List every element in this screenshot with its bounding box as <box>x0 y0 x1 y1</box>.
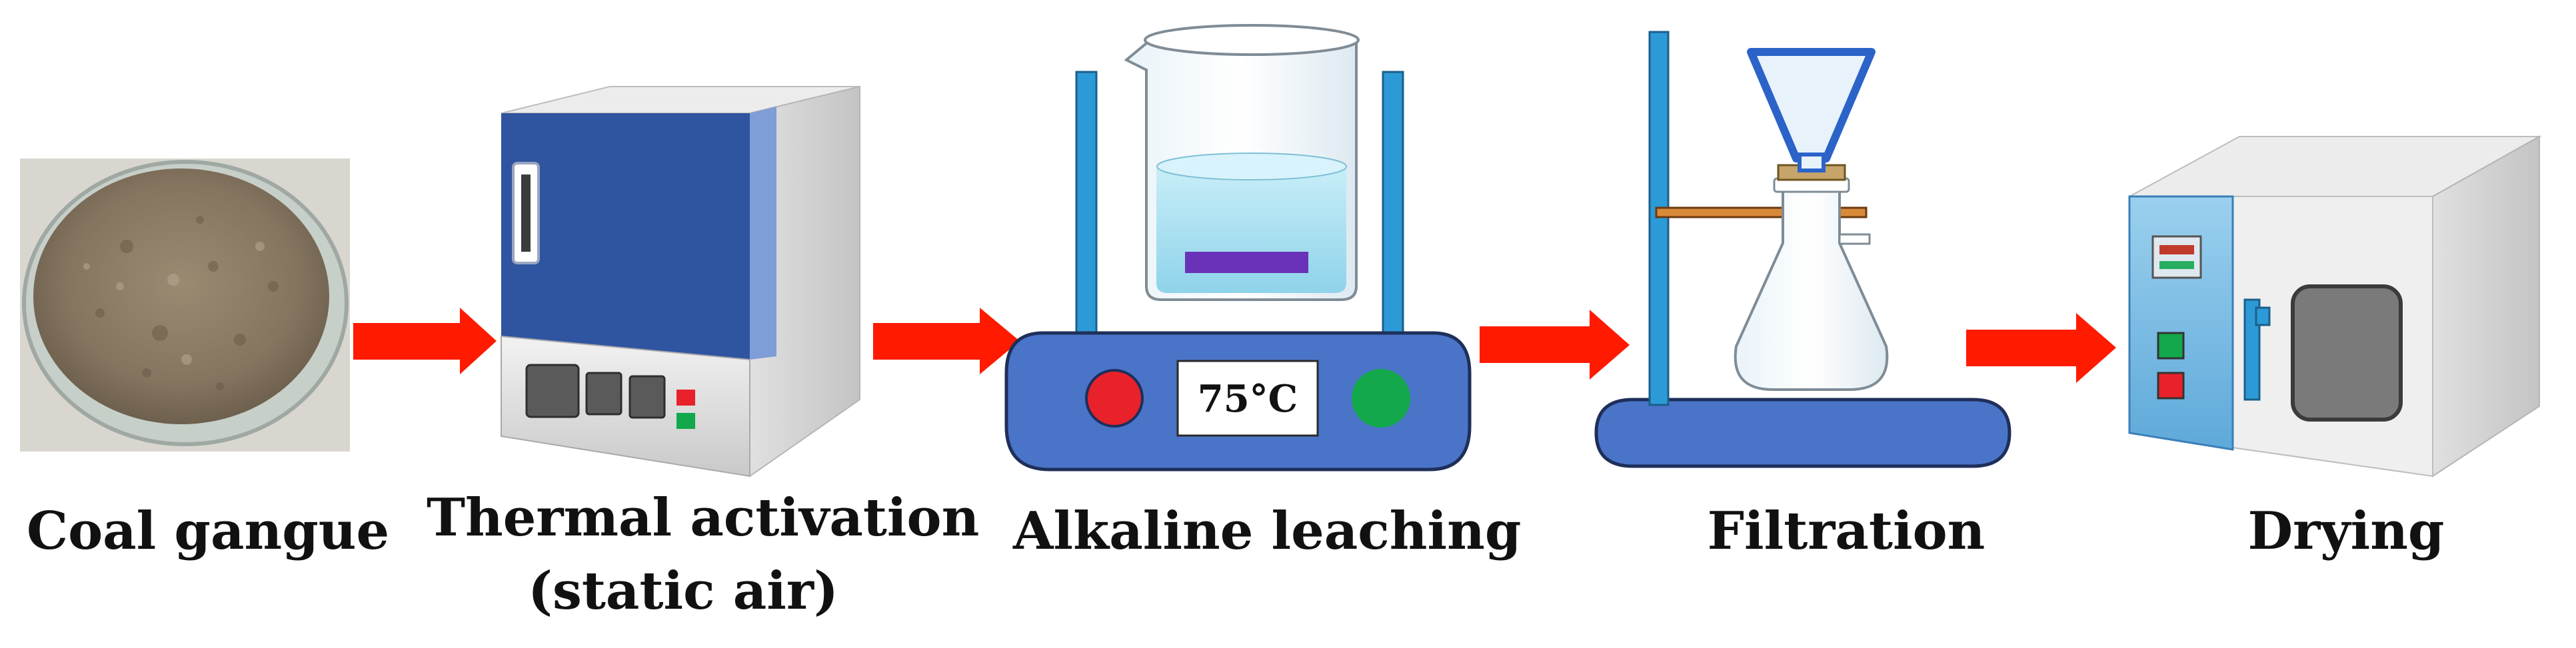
stir-bar <box>1185 252 1308 273</box>
label-thermal-activation: Thermal activation <box>427 487 980 548</box>
label-thermal-activation-sub: (static air) <box>528 561 838 621</box>
filter-stand-base <box>1594 398 2011 468</box>
stirrer-red-knob <box>1085 369 1144 428</box>
stirrer-green-knob <box>1352 369 1410 428</box>
label-coal-gangue: Coal gangue <box>27 501 390 561</box>
powder-texture <box>95 216 279 390</box>
oven-control-panel <box>2128 195 2234 451</box>
magnetic-stirrer-setup: 75°C <box>1004 24 1472 472</box>
flow-arrow-3 <box>1480 310 1630 380</box>
leaching-solution <box>1156 166 1346 293</box>
drying-oven <box>2128 135 2542 478</box>
coal-gangue-sample <box>20 159 350 452</box>
powder-sample <box>33 168 329 424</box>
indicator-green <box>676 413 695 429</box>
oven-window <box>2291 284 2403 422</box>
flow-arrow-1 <box>353 308 497 374</box>
stand-rod-right <box>1382 71 1404 336</box>
flask-side-arm <box>1838 233 1871 245</box>
filtration-setup <box>1594 31 2011 468</box>
temperature-readout: 75°C <box>1198 377 1298 421</box>
oven-green-button <box>2157 332 2185 360</box>
label-filtration: Filtration <box>1707 501 1985 561</box>
furnace-door <box>501 113 750 360</box>
label-drying: Drying <box>2247 501 2445 561</box>
filter-flask <box>1734 177 1889 391</box>
panel-display <box>525 364 580 418</box>
muffle-furnace <box>501 85 860 478</box>
oven-display <box>2151 235 2202 279</box>
filter-stand-rod <box>1648 31 1670 406</box>
stand-rod-left <box>1075 71 1098 336</box>
oven-red-button <box>2157 372 2185 400</box>
flow-arrow-2 <box>873 308 1020 374</box>
label-alkaline-leaching: Alkaline leaching <box>1013 501 1522 561</box>
temperature-display <box>1176 360 1319 437</box>
beaker <box>1124 24 1360 301</box>
buchner-funnel <box>1747 48 1876 162</box>
indicator-red <box>676 390 695 406</box>
flow-arrow-4 <box>1966 313 2116 383</box>
